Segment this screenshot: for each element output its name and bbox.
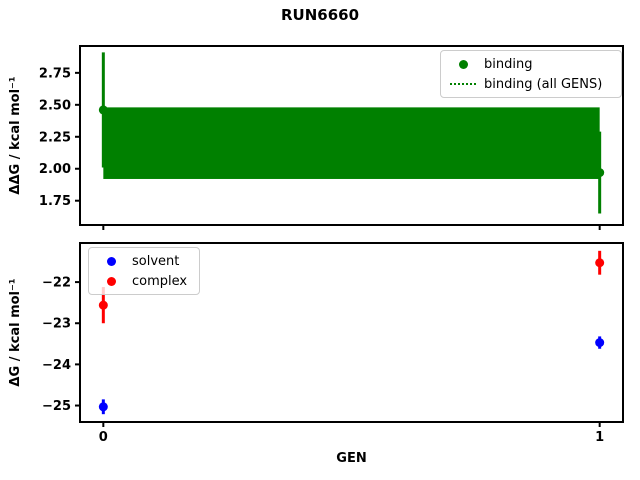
y-axis-label-0: ΔΔG / kcal mol⁻¹	[8, 76, 23, 194]
all-gens-band	[103, 107, 600, 179]
legend-dg: solvent complex	[88, 247, 200, 295]
y-tick-label: 2.00	[39, 162, 71, 177]
y-tick-label: 2.75	[39, 66, 71, 81]
legend-symbol	[450, 83, 476, 85]
binding-all-gens-dotted-line-icon	[450, 83, 476, 85]
legend-binding: binding binding (all GENS)	[440, 50, 622, 98]
legend-label-binding: binding	[484, 56, 533, 72]
solvent-marker-icon	[106, 256, 116, 266]
legend-label-solvent: solvent	[132, 253, 180, 269]
x-axis-label: GEN	[336, 451, 366, 466]
legend-label-binding-all-gens: binding (all GENS)	[484, 76, 603, 92]
legend-entry-solvent: solvent	[98, 251, 190, 271]
x-tick-label: 1	[595, 430, 604, 445]
legend-entry-complex: complex	[98, 271, 190, 291]
legend-entry-binding-all-gens: binding (all GENS)	[450, 74, 612, 94]
y-tick-label: 1.75	[39, 194, 71, 209]
y-tick-label: −25	[42, 399, 71, 414]
legend-label-complex: complex	[132, 273, 188, 289]
legend-entry-binding: binding	[450, 54, 612, 74]
y-tick-label: 2.50	[39, 98, 71, 113]
axes-frame-0	[79, 45, 624, 226]
y-tick-label: −23	[42, 317, 71, 332]
y-axis-label-1: ΔG / kcal mol⁻¹	[8, 278, 23, 386]
legend-symbol	[98, 276, 124, 286]
complex-point-gen1	[595, 258, 605, 268]
complex-marker-icon	[106, 276, 116, 286]
solvent-point-gen1	[595, 338, 605, 348]
complex-point-gen0	[98, 300, 108, 310]
y-tick-label: −24	[42, 358, 71, 373]
x-tick-label: 0	[99, 430, 108, 445]
legend-symbol	[450, 59, 476, 69]
figure-title: RUN6660	[280, 6, 360, 24]
binding-marker-icon	[458, 59, 468, 69]
y-tick-label: −22	[42, 276, 71, 291]
solvent-point-gen0	[98, 402, 108, 412]
legend-symbol	[98, 256, 124, 266]
y-tick-label: 2.25	[39, 130, 71, 145]
axes-frame-1	[79, 242, 624, 423]
